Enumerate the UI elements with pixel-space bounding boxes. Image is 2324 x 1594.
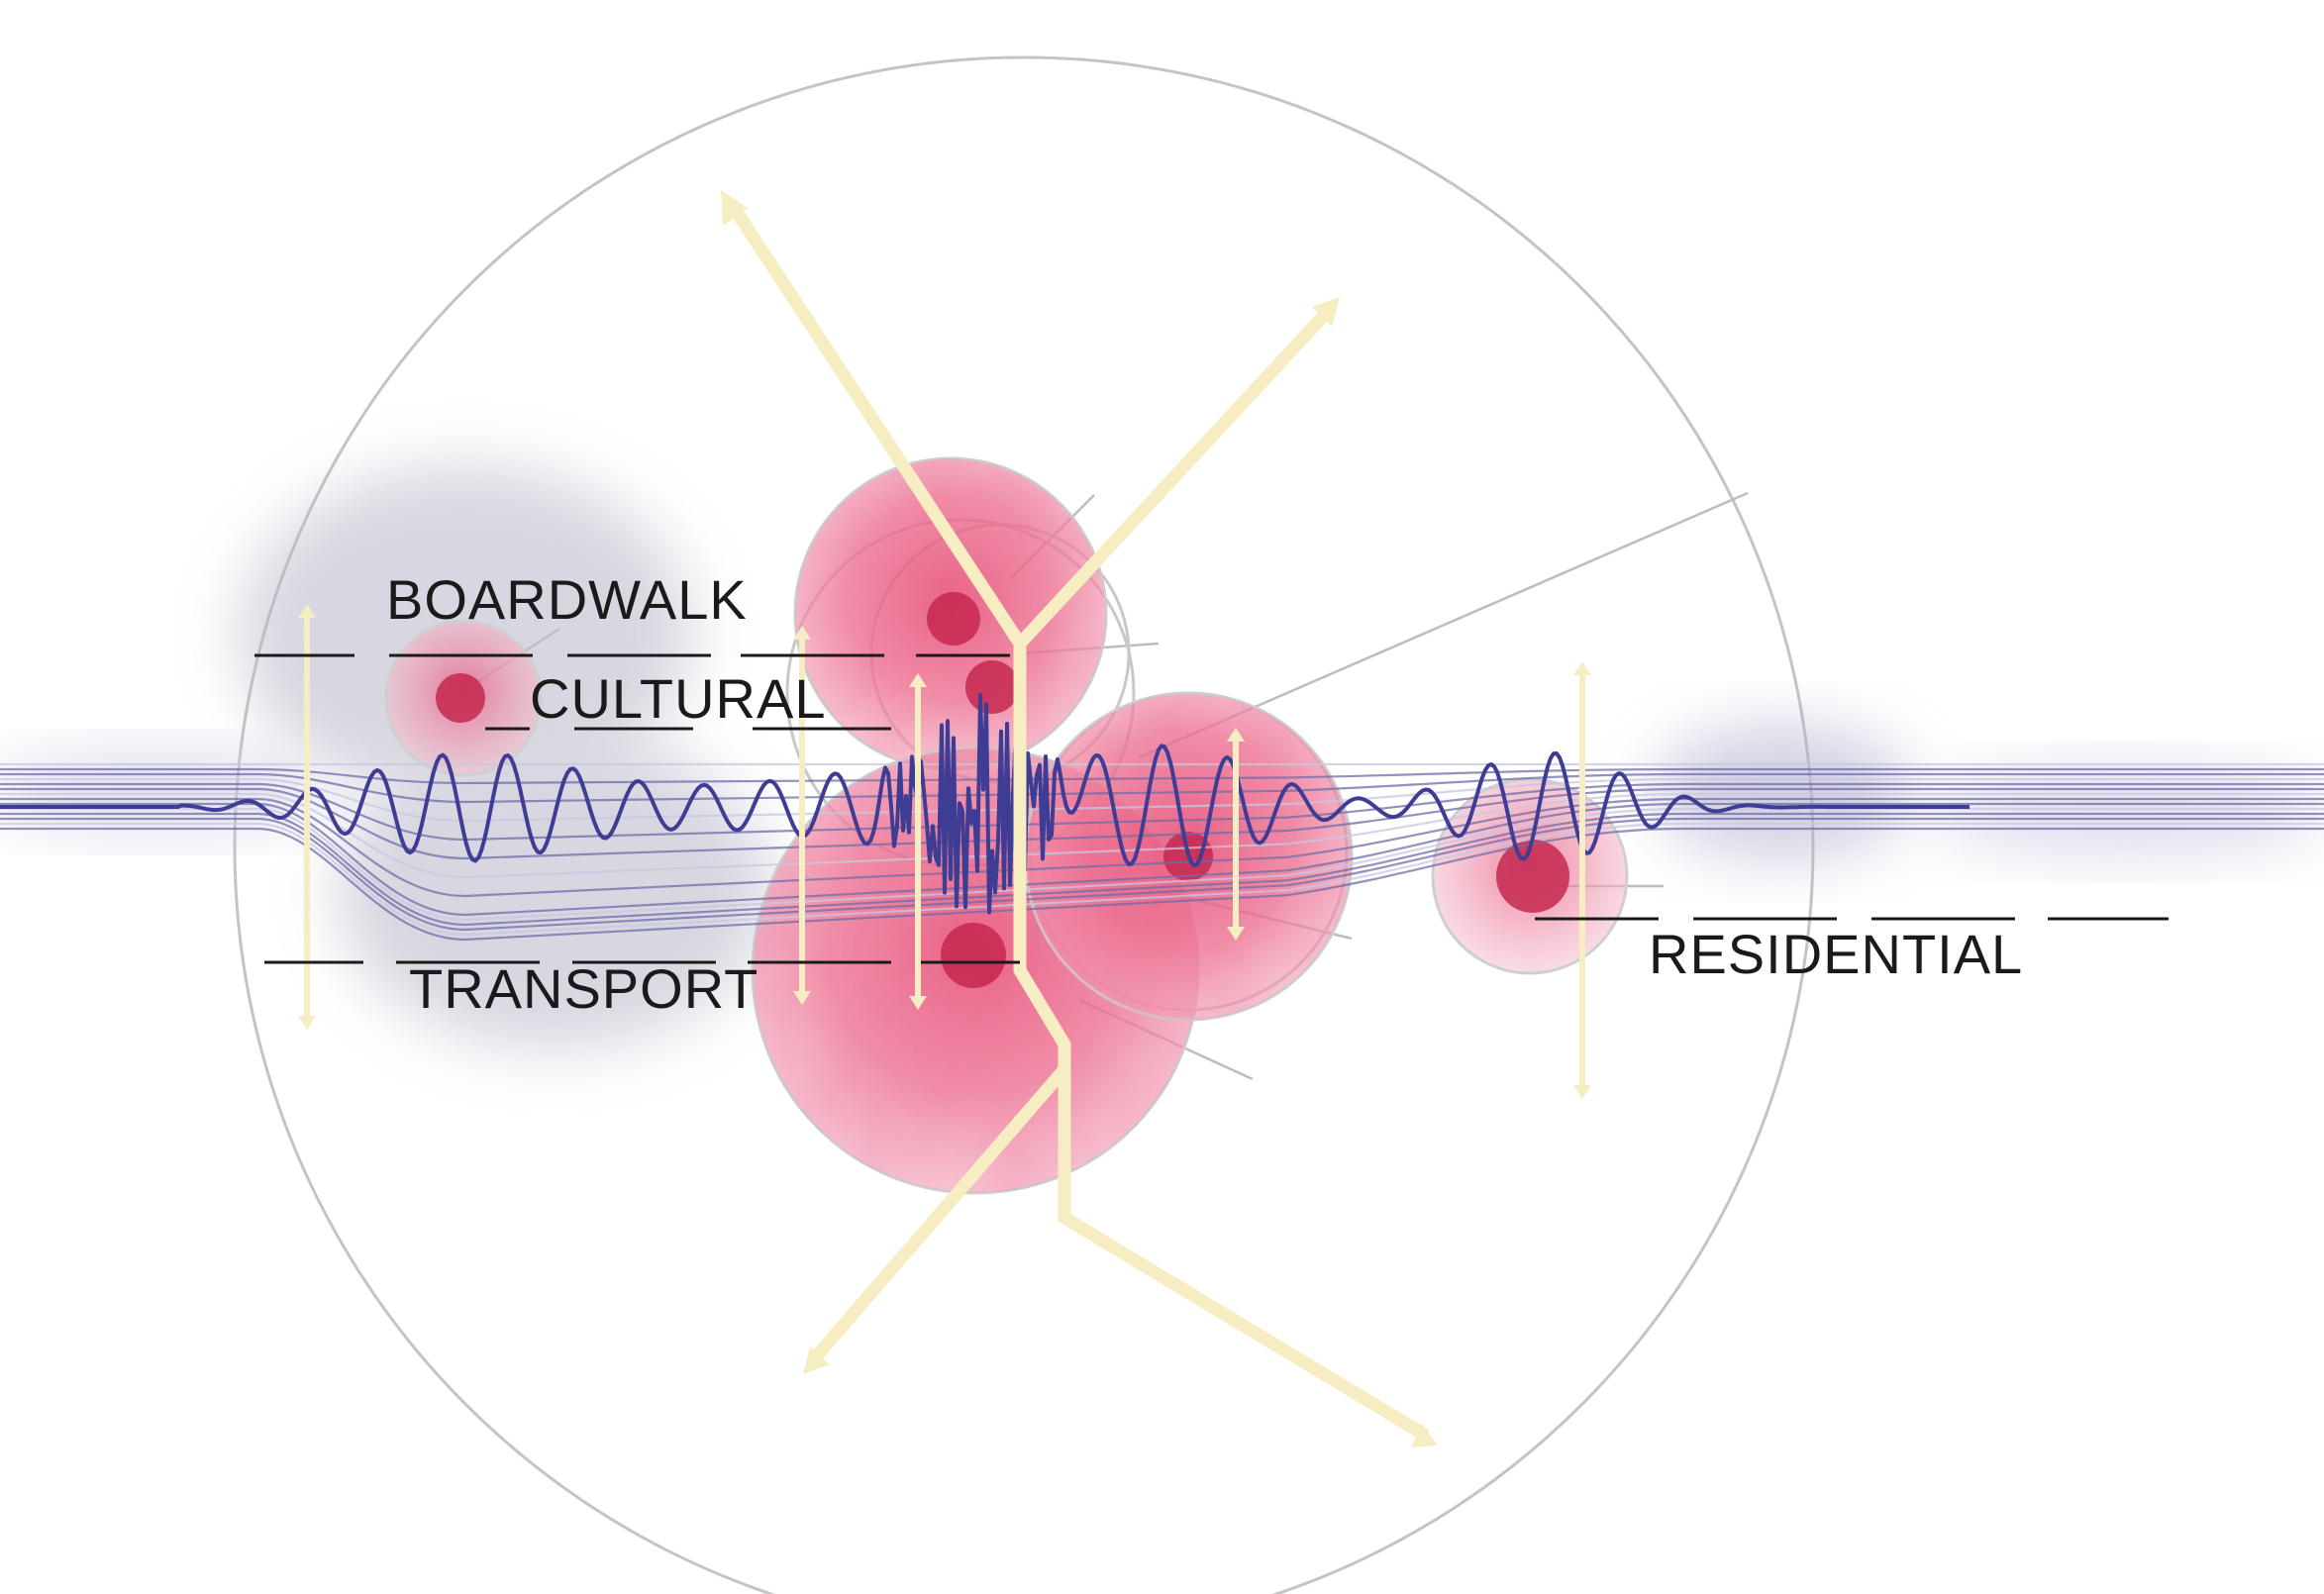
arrowhead-icon [721, 190, 1438, 1447]
label-cultural: CULTURAL [530, 667, 826, 730]
pedestrian-paths [725, 199, 1430, 1442]
activity-wave [0, 693, 1970, 915]
label-underlines [254, 653, 2169, 964]
label-transport: TRANSPORT [409, 957, 758, 1020]
double-arrow-icon [298, 604, 1591, 1099]
label-boardwalk: BOARDWALK [386, 568, 748, 631]
label-residential: RESIDENTIAL [1649, 923, 2023, 985]
node-cores [436, 592, 1569, 988]
